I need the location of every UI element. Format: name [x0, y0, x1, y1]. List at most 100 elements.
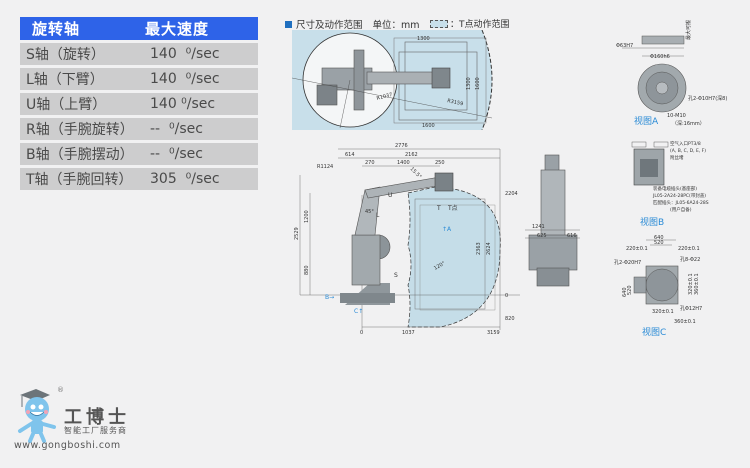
svg-text:Φ160h6: Φ160h6 — [650, 54, 670, 60]
view-c-drawing: 640 520 220±0.1 220±0.1 孔2-Φ20H7 孔8-Φ22 … — [612, 233, 748, 338]
svg-text:15.5°: 15.5° — [409, 166, 423, 180]
svg-text:装备电缆插头(基座部): 装备电缆插头(基座部) — [653, 185, 697, 192]
table-row: R轴（手腕旋转） -- ⁰/sec — [20, 118, 258, 140]
svg-text:1200: 1200 — [304, 210, 310, 223]
svg-text:640: 640 — [654, 235, 664, 241]
view-b-label: 视图B — [640, 218, 665, 228]
svg-text:(用户自备): (用户自备) — [670, 206, 692, 213]
svg-text:2363: 2363 — [476, 242, 482, 255]
axis-speed: 140 ⁰/sec — [150, 96, 216, 112]
svg-text:孔2-Φ20H7: 孔2-Φ20H7 — [614, 259, 641, 266]
side-view-drawing: 2776 614 2162 270 1400 250 R1124 2529 12… — [290, 135, 525, 336]
axis-speed: -- ⁰/sec — [150, 121, 203, 137]
axis-name: S轴（旋转） — [26, 47, 105, 63]
svg-text:1300: 1300 — [417, 36, 430, 42]
mascot-icon — [18, 389, 56, 443]
svg-text:270: 270 — [365, 160, 375, 166]
svg-text:625: 625 — [537, 233, 547, 239]
svg-text:2624: 2624 — [486, 242, 492, 255]
axis-speed-table: 旋转轴 最大速度 S轴（旋转） 140 ⁰/sec L轴（下臂） 140 ⁰/s… — [20, 17, 258, 190]
svg-text:820: 820 — [505, 316, 515, 322]
gongboshi-logo[interactable]: ® 工博士 智能工厂服务商 www.gongboshi.com — [8, 385, 178, 465]
svg-text:Φ63H7: Φ63H7 — [616, 43, 633, 49]
svg-text:1600: 1600 — [422, 123, 435, 129]
marker-b: B→ — [325, 294, 334, 301]
view-a-drawing: Φ63H7 Φ160h6 最大可搬 孔2-Φ10H7(深8) 10-M10 （深… — [612, 18, 748, 133]
t-point-legend: ：T点动作范围 — [430, 17, 510, 30]
legend-swatch-icon — [430, 19, 448, 28]
svg-text:614: 614 — [345, 152, 355, 158]
registered-mark: ® — [57, 386, 64, 394]
logo-title: 工博士 — [64, 407, 130, 428]
svg-text:1300: 1300 — [466, 77, 472, 90]
marker-a: ↑A — [442, 226, 452, 233]
svg-text:320±0.1: 320±0.1 — [688, 273, 694, 295]
svg-text:R1124: R1124 — [317, 164, 333, 170]
axis-speed: 305 ⁰/sec — [150, 171, 220, 187]
svg-text:250: 250 — [435, 160, 445, 166]
svg-text:孔Φ12H7: 孔Φ12H7 — [680, 305, 702, 312]
svg-text:（深:16mm）: （深:16mm） — [672, 120, 705, 127]
header-max-speed: 最大速度 — [145, 20, 210, 38]
svg-text:2204: 2204 — [505, 191, 518, 197]
svg-text:S: S — [394, 272, 398, 279]
logo-url[interactable]: www.gongboshi.com — [14, 440, 121, 451]
drawing-title: 尺寸及动作范围 单位：mm — [285, 17, 420, 31]
legend-label: ：T点动作范围 — [450, 20, 510, 30]
logo-subtitle: 智能工厂服务商 — [64, 426, 127, 435]
svg-text:880: 880 — [304, 265, 310, 275]
table-row: S轴（旋转） 140 ⁰/sec — [20, 43, 258, 65]
svg-text:2162: 2162 — [405, 152, 418, 158]
svg-text:1037: 1037 — [402, 330, 415, 335]
table-row: L轴（下臂） 140 ⁰/sec — [20, 68, 258, 90]
svg-text:孔2-Φ10H7(深8): 孔2-Φ10H7(深8) — [688, 95, 727, 102]
svg-text:1241: 1241 — [532, 224, 545, 230]
svg-text:360±0.1: 360±0.1 — [694, 273, 700, 295]
svg-text:45°: 45° — [365, 209, 374, 215]
axis-name: R轴（手腕旋转） — [26, 122, 134, 138]
top-view-drawing: 1300 1600 1300 1600 R3159 R1037 — [291, 29, 498, 131]
svg-text:(A, B, C, D, E, F): (A, B, C, D, E, F) — [670, 148, 706, 154]
svg-text:520: 520 — [654, 240, 664, 246]
svg-text:2776: 2776 — [395, 143, 408, 149]
axis-name: L轴（下臂） — [26, 72, 104, 88]
svg-text:孔8-Φ22: 孔8-Φ22 — [680, 256, 700, 263]
svg-text:520: 520 — [627, 285, 633, 295]
svg-text:匹配插头：JL05-6A24-28S: 匹配插头：JL05-6A24-28S — [653, 199, 709, 206]
axis-speed: 140 ⁰/sec — [150, 71, 220, 87]
svg-text:R3159: R3159 — [447, 98, 464, 107]
front-view-drawing: 1241 625 616 — [515, 150, 590, 290]
svg-text:120°: 120° — [433, 260, 447, 271]
svg-text:T点: T点 — [447, 204, 458, 212]
svg-text:U: U — [388, 192, 392, 199]
svg-text:320±0.1: 320±0.1 — [652, 309, 674, 315]
unit-label: 单位：mm — [372, 20, 420, 31]
svg-text:360±0.1: 360±0.1 — [674, 319, 696, 325]
axis-speed: 140 ⁰/sec — [150, 46, 220, 62]
svg-text:JL05-2A24-28PC(带封盖): JL05-2A24-28PC(带封盖) — [652, 192, 706, 199]
view-a-label: 视图A — [634, 117, 659, 127]
table-row: T轴（手腕回转） 305 ⁰/sec — [20, 168, 258, 190]
table-row: U轴（上臂） 140 ⁰/sec — [20, 93, 258, 115]
axis-name: U轴（上臂） — [26, 97, 107, 113]
view-c-label: 视图C — [642, 328, 667, 338]
svg-text:3159: 3159 — [487, 330, 500, 335]
svg-text:616: 616 — [567, 233, 577, 239]
table-row: B轴（手腕摆动） -- ⁰/sec — [20, 143, 258, 165]
drawing-title-text: 尺寸及动作范围 — [296, 20, 363, 31]
svg-text:220±0.1: 220±0.1 — [626, 246, 648, 252]
axis-name: T轴（手腕回转） — [26, 172, 133, 188]
svg-text:L: L — [376, 212, 380, 219]
svg-text:1600: 1600 — [475, 77, 481, 90]
svg-text:R1037: R1037 — [376, 92, 393, 102]
view-b-drawing: 空气入口PT3/8 (A, B, C, D, E, F) 附丝堵 装备电缆插头(… — [620, 137, 750, 230]
header-axis: 旋转轴 — [32, 20, 81, 38]
svg-text:0: 0 — [505, 293, 508, 299]
marker-c: C↑ — [354, 308, 363, 315]
svg-text:1400: 1400 — [397, 160, 410, 166]
svg-text:640: 640 — [622, 287, 628, 297]
title-bullet-icon — [285, 20, 292, 28]
table-header: 旋转轴 最大速度 — [20, 17, 258, 40]
svg-text:附丝堵: 附丝堵 — [670, 154, 684, 161]
axis-speed: -- ⁰/sec — [150, 146, 203, 162]
